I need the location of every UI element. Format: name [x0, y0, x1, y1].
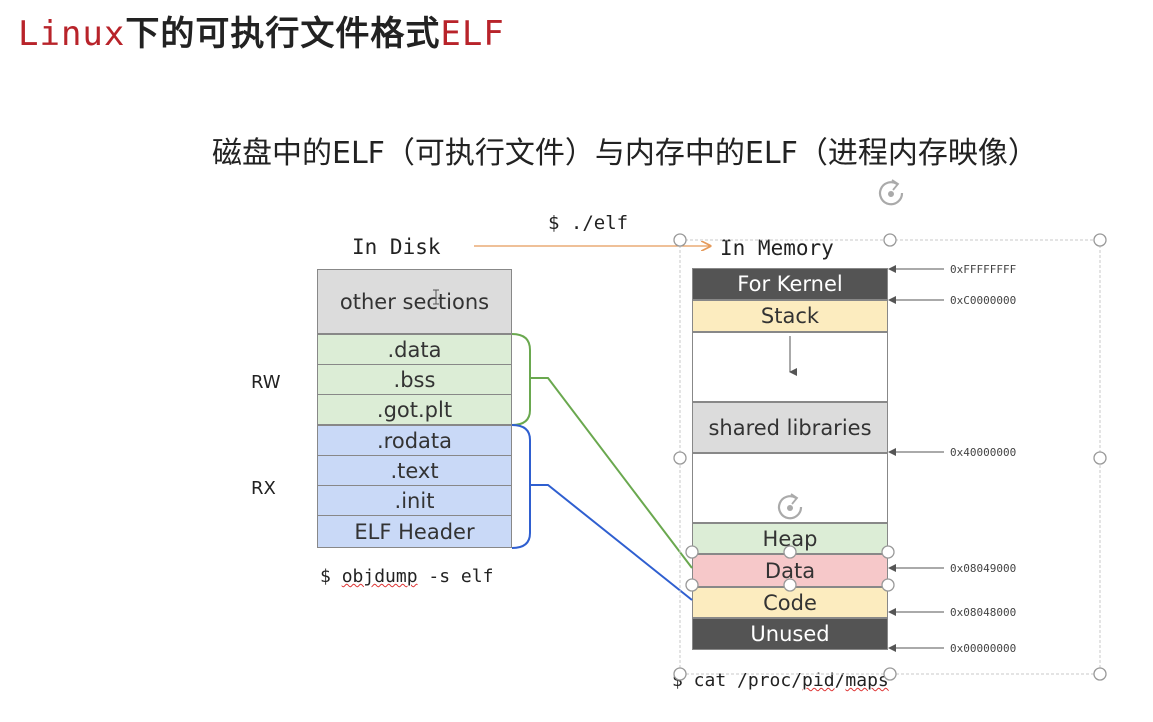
rw-group-label: RW [251, 372, 281, 393]
run-elf-command: $ ./elf [548, 212, 629, 234]
in-disk-label: In Disk [352, 235, 441, 259]
rx-bracket [511, 424, 531, 549]
address-label: 0xFFFFFFFF [950, 263, 1017, 276]
rw-bracket [511, 333, 531, 426]
mem-segment-unused: Unused [692, 618, 888, 650]
address-label: 0x08049000 [950, 562, 1017, 575]
mem-segment-heap: Heap [692, 523, 888, 554]
selection-frame [679, 239, 1101, 675]
text-cursor-icon [433, 289, 439, 305]
selection-handles[interactable] [673, 233, 1107, 681]
data-segment-handles[interactable] [685, 545, 895, 592]
page-title: Linux下的可执行文件格式ELF [18, 6, 505, 55]
rotate-handle-icon[interactable] [777, 493, 803, 520]
disk-section-data: .data [317, 334, 512, 365]
rotate-handle-icon[interactable] [878, 179, 904, 206]
mem-segment-kernel: For Kernel [692, 268, 888, 300]
address-label: 0x00000000 [950, 642, 1017, 655]
mem-gap-heap [692, 453, 888, 523]
rw-to-data-line [530, 377, 693, 569]
rx-to-code-line [530, 484, 693, 601]
disk-section-other: other sections [317, 269, 512, 334]
slide-subtitle: 磁盘中的ELF（可执行文件）与内存中的ELF（进程内存映像） [212, 136, 1038, 171]
disk-section-bss: .bss [317, 364, 512, 395]
rx-group-label: RX [251, 478, 276, 499]
disk-section-elf-header: ELF Header [317, 515, 512, 548]
address-label: 0x08048000 [950, 606, 1017, 619]
address-label: 0xC0000000 [950, 294, 1017, 307]
disk-section-got-plt: .got.plt [317, 394, 512, 425]
title-middle: 下的可执行文件格式 [125, 14, 441, 54]
mem-segment-shared-libraries: shared libraries [692, 402, 888, 453]
title-elf: ELF [440, 14, 505, 54]
cat-maps-command: $ cat /proc/pid/maps [672, 670, 889, 691]
disk-section-init: .init [317, 485, 512, 516]
objdump-command: $ objdump -s elf [320, 566, 494, 587]
address-label: 0x40000000 [950, 446, 1017, 459]
disk-section-text: .text [317, 455, 512, 486]
mem-segment-stack: Stack [692, 300, 888, 332]
title-linux: Linux [18, 14, 126, 54]
